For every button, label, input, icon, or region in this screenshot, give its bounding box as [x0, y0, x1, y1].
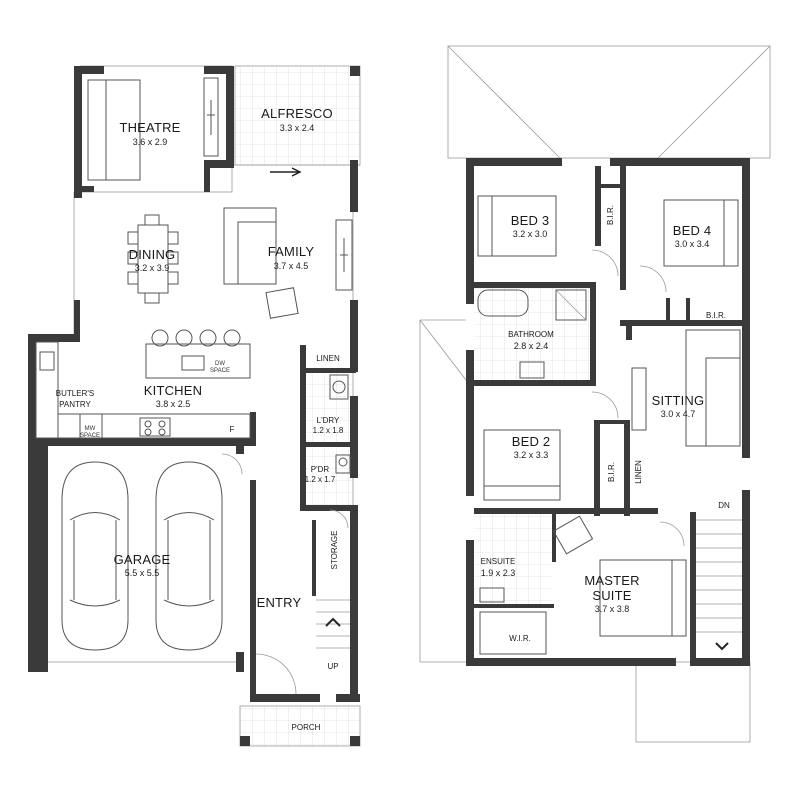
- ensuite-tiles: [474, 510, 552, 606]
- bir-bed3-label: B.I.R.: [606, 205, 615, 225]
- linen-label-ground: LINEN: [316, 354, 340, 363]
- sitting-furniture: [631, 329, 741, 447]
- entry-label: ENTRY: [257, 595, 302, 610]
- alfresco-dims: 3.3 x 2.4: [280, 123, 315, 133]
- ground-door-swings: [221, 453, 349, 695]
- porch-label: PORCH: [292, 723, 321, 732]
- dining-dims: 3.2 x 3.9: [135, 263, 170, 273]
- stairs-up-label: UP: [327, 662, 338, 671]
- powder-label: P'DR: [311, 465, 330, 474]
- mw-space-label-1: MW: [85, 426, 96, 432]
- laundry-label: L'DRY: [317, 416, 340, 425]
- family-label: FAMILY: [268, 244, 315, 259]
- butlers-pantry-label-1: BUTLER'S: [56, 389, 94, 398]
- master-suite-dims: 3.7 x 3.8: [595, 604, 630, 614]
- laundry-dims: 1.2 x 1.8: [313, 426, 344, 435]
- butlers-pantry-label-2: PANTRY: [59, 400, 91, 409]
- fridge-label: F: [230, 425, 235, 434]
- theatre-furniture: [87, 77, 219, 181]
- upper-labels: BED 3 3.2 x 3.0 BED 4 3.0 x 3.4 B.I.R. B…: [481, 205, 730, 643]
- stairs-down-label: DN: [718, 501, 730, 510]
- dining-label: DINING: [129, 247, 176, 262]
- bathroom-dims: 2.8 x 2.4: [514, 341, 549, 351]
- mw-space-label-2: SPACE: [80, 433, 100, 439]
- upper-floor-plan: BED 3 3.2 x 3.0 BED 4 3.0 x 3.4 B.I.R. B…: [419, 45, 771, 743]
- bed3-label: BED 3: [511, 213, 550, 228]
- garage-cars: [61, 461, 223, 651]
- bed4-bed: [663, 199, 739, 267]
- ground-walls: [28, 66, 360, 746]
- linen-label-upper: LINEN: [634, 460, 643, 484]
- master-suite-label-1: MASTER: [584, 573, 639, 588]
- bathroom-label: BATHROOM: [508, 330, 554, 339]
- bir-bed4-label: B.I.R.: [706, 311, 726, 320]
- theatre-dims: 3.6 x 2.9: [133, 137, 168, 147]
- dw-space-label-1: DW: [215, 361, 225, 367]
- garage-dims: 5.5 x 5.5: [125, 568, 160, 578]
- sitting-label: SITTING: [652, 393, 705, 408]
- theatre-label: THEATRE: [119, 120, 180, 135]
- powder-dims: 1.2 x 1.7: [305, 475, 336, 484]
- dining-table: [127, 214, 179, 304]
- master-bed: [552, 515, 687, 637]
- family-dims: 3.7 x 4.5: [274, 261, 309, 271]
- upper-walls: [466, 158, 750, 666]
- bed3-dims: 3.2 x 3.0: [513, 229, 548, 239]
- kitchen-dims: 3.8 x 2.5: [156, 399, 191, 409]
- ground-labels: THEATRE 3.6 x 2.9 ALFRESCO 3.3 x 2.4 DIN…: [56, 106, 344, 732]
- ground-floor-plan: THEATRE 3.6 x 2.9 ALFRESCO 3.3 x 2.4 DIN…: [28, 65, 361, 747]
- bir-bed2-label: B.I.R.: [607, 462, 616, 482]
- storage-label: STORAGE: [330, 531, 339, 570]
- bed4-dims: 3.0 x 3.4: [675, 239, 710, 249]
- upper-door-swings: [591, 249, 685, 547]
- ensuite-dims: 1.9 x 2.3: [481, 568, 516, 578]
- wir-shelf: [479, 611, 547, 655]
- ensuite-label: ENSUITE: [481, 557, 516, 566]
- master-suite-label-2: SUITE: [592, 588, 631, 603]
- bed3-bed: [477, 195, 557, 257]
- bed4-label: BED 4: [673, 223, 712, 238]
- porch-tiles: [240, 706, 360, 746]
- bathroom-tiles: [474, 284, 590, 382]
- ground-stairs: [316, 599, 350, 649]
- garage-label: GARAGE: [114, 552, 171, 567]
- alfresco-slider: [270, 167, 302, 177]
- dw-space-label-2: SPACE: [210, 368, 230, 374]
- kitchen-fittings: [35, 329, 251, 439]
- wir-label: W.I.R.: [509, 634, 531, 643]
- upper-stairs: [696, 519, 742, 651]
- alfresco-tiles: [235, 67, 360, 164]
- bed2-bed: [483, 429, 561, 501]
- bed2-dims: 3.2 x 3.3: [514, 450, 549, 460]
- bathroom-fittings: [477, 289, 587, 603]
- sitting-dims: 3.0 x 4.7: [661, 409, 696, 419]
- bed2-label: BED 2: [512, 434, 551, 449]
- family-furniture: [223, 207, 353, 319]
- laundry-powder-fittings: [329, 374, 351, 474]
- alfresco-label: ALFRESCO: [261, 106, 333, 121]
- kitchen-label: KITCHEN: [144, 383, 202, 398]
